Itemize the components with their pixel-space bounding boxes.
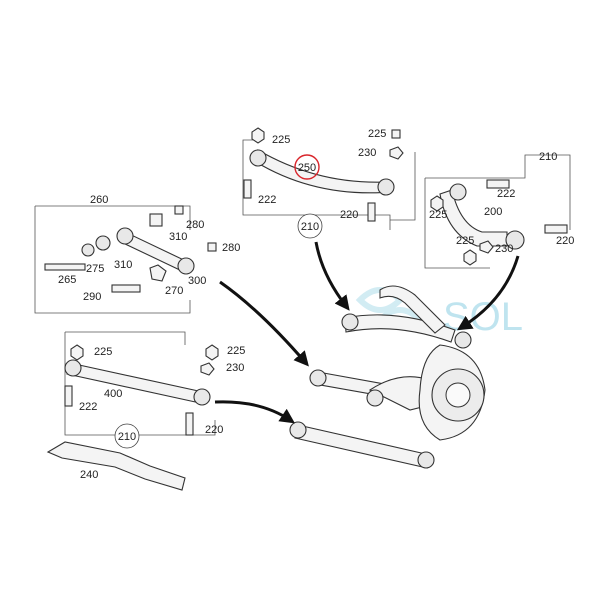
label-300: 300	[188, 275, 206, 287]
label-222-lower: 222	[79, 401, 97, 413]
nut-225-top	[251, 127, 265, 144]
assembled-bushing-lower-right	[417, 451, 435, 469]
bolt-220-top	[367, 202, 376, 222]
nut-225-right	[391, 129, 401, 139]
group-upper-link-250: 250 225 225 230 222 220 210	[242, 127, 416, 239]
label-225-right-b: 225	[456, 235, 474, 247]
label-220-right: 220	[556, 235, 574, 247]
label-220-lower: 220	[205, 424, 223, 436]
link-400	[66, 362, 204, 404]
label-270: 270	[165, 285, 183, 297]
assembled-bushing-middle	[309, 369, 327, 387]
label-225-lower-b: 225	[227, 345, 245, 357]
frame-bracket	[424, 154, 571, 269]
bolt-222-top	[243, 179, 252, 199]
link-300-bushing-left	[116, 227, 134, 245]
label-200: 200	[484, 206, 502, 218]
bolt-220-lower	[185, 412, 194, 436]
label-310-a: 310	[169, 231, 187, 243]
group-link-300: 260 300 280 280 310 310 275 265 290 270	[34, 194, 240, 314]
bracket-240	[46, 441, 186, 491]
assembled-bushing-upper	[341, 313, 359, 331]
washer-280	[174, 205, 184, 215]
ref-circle-210-lower	[114, 423, 140, 449]
link-300-bushing-right	[177, 257, 195, 275]
link-400-bushing-right	[193, 388, 211, 406]
watermark-text: SOL	[443, 295, 523, 339]
bolt-265	[44, 263, 86, 271]
arm-bushing-left	[249, 149, 267, 167]
bolt-222-lower	[64, 385, 73, 407]
nut-225-lower-b	[205, 344, 219, 361]
bolt-220-right	[544, 224, 568, 234]
label-400: 400	[104, 388, 122, 400]
frame-bracket-right	[390, 152, 416, 221]
nut-280-b	[207, 242, 217, 252]
bushing-310	[95, 235, 111, 251]
label-210-lower: 210	[118, 431, 136, 443]
bolt-222-right	[486, 179, 510, 189]
assembled-upper-link	[379, 285, 446, 334]
frame-bracket	[34, 205, 191, 314]
arm-bushing-right	[377, 178, 395, 196]
eccentric-washer-230-lower	[200, 362, 215, 376]
label-240: 240	[80, 469, 98, 481]
label-310-b: 310	[114, 259, 132, 271]
label-225-upper-right: 225	[368, 128, 386, 140]
arrow-250-to-assembly	[314, 241, 350, 311]
group-bracket-240: 240	[46, 441, 186, 491]
washer-275	[81, 243, 95, 257]
label-280-a: 280	[186, 219, 204, 231]
label-230-top: 230	[358, 147, 376, 159]
nut-225-right-group-b	[463, 249, 477, 266]
assembled-lower-link	[294, 424, 431, 469]
highlight-circle	[294, 154, 320, 180]
assembled-rear-axle	[289, 285, 486, 469]
eccentric-washer-230-right	[479, 240, 494, 254]
label-275: 275	[86, 263, 104, 275]
label-250: 250	[298, 162, 316, 174]
label-265: 265	[58, 274, 76, 286]
nut-280-a	[149, 213, 163, 227]
assembled-bushing-lower	[289, 421, 307, 439]
label-225-top: 225	[272, 134, 290, 146]
group-link-400: 400 225 225 230 222 220 210	[64, 331, 245, 449]
label-290: 290	[83, 291, 101, 303]
label-230-lower: 230	[226, 362, 244, 374]
frame-bracket	[242, 139, 391, 230]
leader-arrows	[214, 241, 520, 424]
label-225-lower-a: 225	[94, 346, 112, 358]
knuckle-top-bushing	[454, 331, 472, 349]
arm-200-bushing-top	[449, 183, 467, 201]
arrow-300-to-assembly	[219, 280, 309, 367]
label-210-right: 210	[539, 151, 557, 163]
assembled-bushing-control	[366, 389, 384, 407]
nut-225-right-group-a	[430, 195, 444, 212]
label-222-top: 222	[258, 194, 276, 206]
label-222-right: 222	[497, 188, 515, 200]
hub-center	[445, 382, 471, 408]
bolt-290	[111, 284, 141, 293]
label-230-right: 230	[495, 243, 513, 255]
label-280-b: 280	[222, 242, 240, 254]
eccentric-washer-230	[389, 146, 404, 160]
arrow-400-to-assembly	[214, 400, 295, 424]
label-220-top: 220	[340, 209, 358, 221]
group-arm-200: 210 200 222 220 225 225 230	[424, 151, 574, 269]
eccentric-washer-270	[149, 264, 167, 282]
nut-225-lower-a	[70, 344, 84, 361]
ref-circle-210-top	[297, 213, 323, 239]
label-225-right-a: 225	[429, 209, 447, 221]
label-260: 260	[90, 194, 108, 206]
arm-200-bushing-right	[505, 230, 525, 250]
label-210-top: 210	[301, 221, 319, 233]
arrow-200-to-assembly	[456, 255, 520, 331]
link-400-bushing-left	[64, 359, 82, 377]
frame-bracket	[64, 331, 216, 436]
